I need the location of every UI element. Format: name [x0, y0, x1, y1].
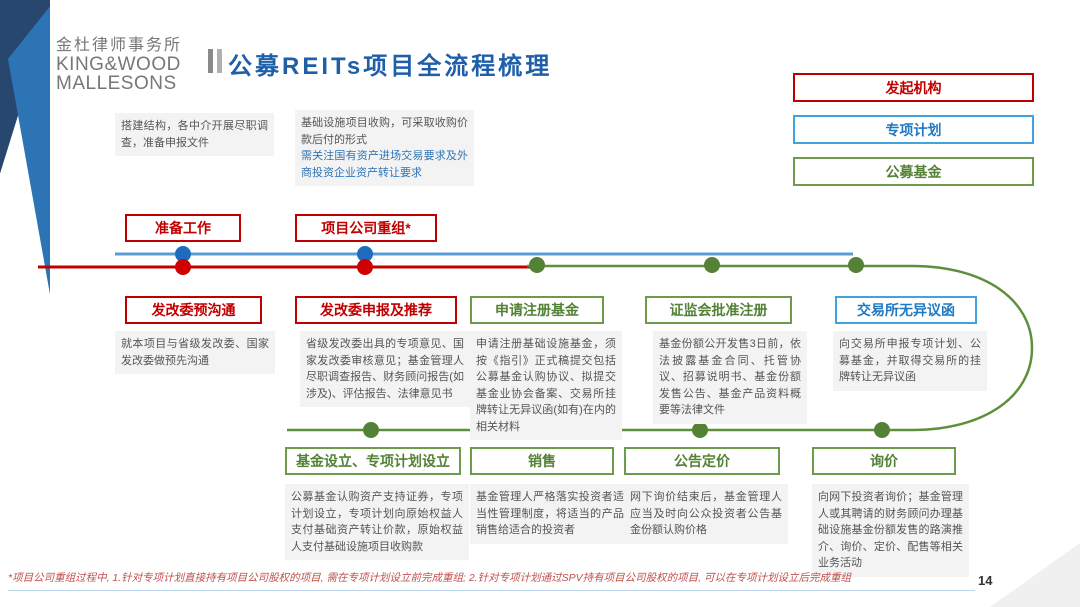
sponsor-track [38, 259, 530, 275]
page-number: 14 [978, 573, 993, 588]
firm-logo-english-2: MALLESONS [56, 73, 177, 95]
stage-price-announcement: 公告定价 [624, 447, 780, 475]
prep-note-2: 基础设施项目收购，可采取收购价款后付的形式 需关注国有资产进场交易要求及外商投资… [295, 110, 474, 186]
desc-ndrc-filing: 省级发改委出具的专项意见、国家发改委审核意见；基金管理人尽职调查报告、财务顾问报… [300, 331, 470, 407]
stage-exchange-no-objection: 交易所无异议函 [835, 296, 977, 324]
corner-decoration [0, 0, 50, 310]
desc-ndrc-precommunication: 就本项目与省级发改委、国家发改委做预先沟通 [115, 331, 275, 374]
desc-inquiry: 向网下投资者询价；基金管理人或其聘请的财务顾问办理基础设施基金份额发售的路演推介… [812, 484, 969, 577]
footer-rule [8, 590, 975, 591]
legend-special-plan: 专项计划 [793, 115, 1034, 144]
stage-fund-registration-application-label: 申请注册基金 [495, 302, 579, 318]
stage-project-restructuring-label: 项目公司重组* [321, 220, 411, 236]
stage-exchange-no-objection-label: 交易所无异议函 [857, 302, 955, 318]
prep-note-1: 搭建结构，各中介开展尽职调查，准备申报文件 [115, 113, 274, 156]
legend-sponsor-label: 发起机构 [885, 79, 942, 96]
footnote: *项目公司重组过程中, 1.针对专项计划直接持有项目公司股权的项目, 需在专项计… [8, 572, 851, 584]
legend-special-plan-label: 专项计划 [885, 121, 942, 138]
legend-public-fund-label: 公募基金 [885, 163, 942, 180]
stage-inquiry-label: 询价 [870, 453, 898, 469]
stage-ndrc-filing: 发改委申报及推荐 [295, 296, 457, 324]
desc-fund-registration-application: 申请注册基础设施基金，须按《指引》正式稿提交包括公募基金认购协议、拟提交基金业协… [470, 331, 622, 440]
stage-csrc-approval-label: 证监会批准注册 [669, 302, 768, 318]
stage-ndrc-filing-label: 发改委申报及推荐 [320, 302, 432, 318]
stage-fund-registration-application: 申请注册基金 [470, 296, 604, 324]
desc-csrc-approval: 基金份额公开发售3日前，依法披露基金合同、托管协议、招募说明书、基金份额发售公告… [653, 331, 807, 424]
stage-sales: 销售 [470, 447, 614, 475]
stage-price-announcement-label: 公告定价 [674, 453, 730, 469]
desc-fund-plan-establishment: 公募基金认购资产支持证券，专项计划设立，专项计划向原始权益人支付基础资产转让价款… [285, 484, 469, 560]
prep-note-2-main: 基础设施项目收购，可采取收购价款后付的形式 [301, 117, 468, 146]
stage-ndrc-precommunication-label: 发改委预沟通 [151, 302, 236, 318]
bottom-right-corner-decoration [990, 543, 1080, 607]
page-title: 公募REITs项目全流程梳理 [228, 53, 553, 80]
desc-price-announcement: 网下询价结束后，基金管理人应当及时向公众投资者公告基金份额认购价格 [624, 484, 788, 544]
desc-sales: 基金管理人严格落实投资者适当性管理制度，将适当的产品销售给适合的投资者 [470, 484, 630, 544]
legend-public-fund: 公募基金 [793, 157, 1034, 186]
stage-ndrc-precommunication: 发改委预沟通 [125, 296, 262, 324]
stage-preparation-label: 准备工作 [155, 220, 211, 236]
stage-sales-label: 销售 [528, 453, 556, 469]
stage-project-restructuring: 项目公司重组* [295, 214, 437, 242]
desc-exchange-no-objection: 向交易所申报专项计划、公募基金，并取得交易所的挂牌转让无异议函 [833, 331, 987, 391]
firm-logo-english-1: KING&WOOD [56, 53, 181, 75]
stage-fund-plan-establishment: 基金设立、专项计划设立 [285, 447, 461, 475]
firm-logo-chinese: 金杜律师事务所 [56, 37, 183, 54]
title-bars-icon [208, 49, 222, 73]
stage-csrc-approval: 证监会批准注册 [645, 296, 792, 324]
stage-preparation: 准备工作 [125, 214, 241, 242]
prep-note-2-highlight: 需关注国有资产进场交易要求及外商投资企业资产转让要求 [301, 150, 468, 179]
special-plan-track [115, 246, 853, 262]
stage-inquiry: 询价 [812, 447, 956, 475]
stage-fund-plan-establishment-label: 基金设立、专项计划设立 [296, 453, 450, 469]
legend-sponsor: 发起机构 [793, 73, 1034, 102]
firm-logo: 金杜律师事务所 KING&WOOD MALLESONS [56, 37, 183, 95]
